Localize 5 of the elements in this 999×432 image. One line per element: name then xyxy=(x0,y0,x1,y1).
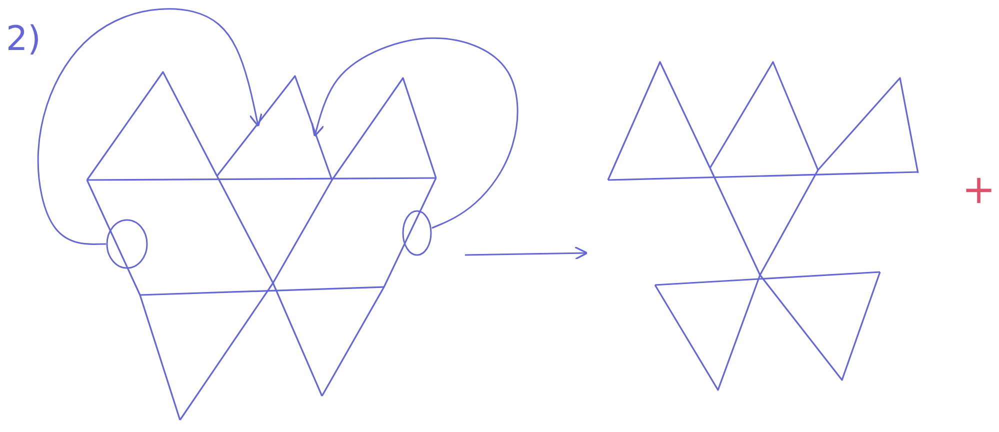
step-number: 2) xyxy=(6,22,41,56)
curved-arrow xyxy=(311,37,518,229)
arrow xyxy=(464,246,588,260)
curved-arrow xyxy=(37,8,262,245)
plus-sign: + xyxy=(962,170,996,210)
